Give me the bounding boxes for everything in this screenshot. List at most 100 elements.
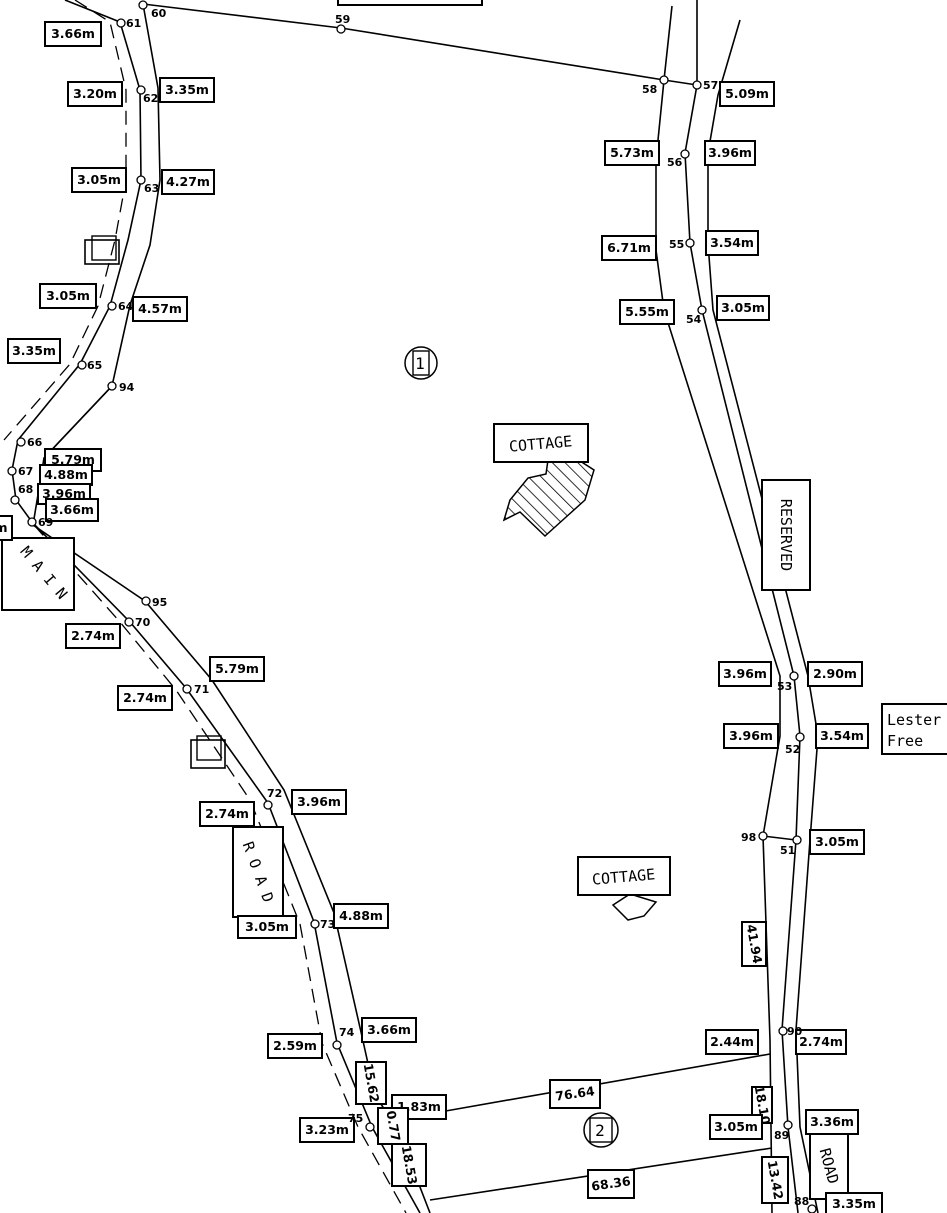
measurement-m-671: 6.71m [601, 235, 657, 261]
lester-line-1: Lester [887, 711, 941, 729]
measurement-m-320: 3.20m [67, 81, 123, 107]
measurement-text: 3.35m [165, 82, 209, 97]
measurement-text: 5.09m [725, 86, 769, 101]
measurement-text: 3.36m [810, 1114, 854, 1129]
survey-point-65: 65 [77, 359, 102, 372]
survey-points: 5960616263646594666768699570717273747558… [7, 0, 817, 1213]
survey-point-number: 72 [267, 787, 282, 800]
measurement-text: m [0, 520, 8, 535]
measurement-text: 3.35m [832, 1196, 876, 1211]
measurement-text: 3.20m [73, 86, 117, 101]
survey-point-98: 98 [741, 831, 768, 844]
measurement-m-244: 2.44m [705, 1029, 759, 1055]
measurement-text: 6.71m [607, 240, 651, 255]
measurement-m-259: 2.59m [267, 1033, 323, 1059]
measurement-text: 2.59m [273, 1038, 317, 1053]
measurement-text: 76.64 [554, 1083, 596, 1103]
measurement-text: 3.05m [815, 834, 859, 849]
measurement-text: 2.74m [123, 690, 167, 705]
cottage-1-footprint [502, 451, 595, 538]
top-title-box [337, 0, 483, 6]
measurement-text: 3.23m [305, 1122, 349, 1137]
reserved-label-box [761, 479, 811, 591]
measurement-m-366-top: 3.66m [44, 21, 102, 47]
measurement-m-366-c: 3.66m [361, 1017, 417, 1043]
survey-point-number: 88 [794, 1195, 809, 1208]
measurement-m-427: 4.27m [161, 169, 215, 195]
structure-symbol-top [84, 235, 120, 265]
measurement-text: 3.96m [723, 666, 767, 681]
measurement-text: 2.74m [71, 628, 115, 643]
measurement-text: 3.96m [42, 486, 86, 501]
measurement-m-305-f: 3.05m [709, 1114, 763, 1140]
survey-point-number: 52 [785, 743, 800, 756]
survey-point-number: 69 [38, 516, 53, 529]
survey-point-number: 98 [741, 831, 756, 844]
survey-point-number: 60 [151, 7, 167, 20]
measurement-m-305-a: 3.05m [71, 167, 127, 193]
survey-point-number: 64 [118, 300, 134, 313]
survey-point-number: 65 [87, 359, 102, 372]
measurement-m-509: 5.09m [719, 81, 775, 107]
measurement-m-488-a: 4.88m [39, 464, 93, 486]
measurement-text: 3.35m [12, 343, 56, 358]
measurement-text: 3.05m [721, 300, 765, 315]
survey-point-number: 53 [777, 680, 792, 693]
measurement-text: 4.27m [166, 174, 210, 189]
survey-point-71: 71 [182, 683, 209, 696]
measurement-m-4194: 41.94 [741, 921, 767, 967]
survey-point-89: 89 [774, 1120, 793, 1142]
measurement-m-274-a: 2.74m [65, 623, 121, 649]
measurement-m-274-b: 2.74m [117, 685, 173, 711]
plot-2-number: 2 [595, 1121, 607, 1140]
measurement-m-366-b: 3.66m [45, 498, 99, 522]
measurement-m-1853: 18.53 [391, 1143, 427, 1187]
survey-point-66: 66 [16, 436, 43, 449]
survey-point-57: 57 [692, 79, 718, 92]
survey-point-64: 64 [107, 300, 134, 313]
survey-point-58: 58 [642, 75, 669, 96]
north-boundary [142, 3, 698, 86]
survey-point-73: 73 [310, 918, 335, 931]
road-label-left-box [232, 826, 284, 918]
survey-point-number: 55 [669, 238, 684, 251]
lester-label-box [881, 703, 947, 755]
survey-point-67: 67 [7, 465, 33, 478]
measurement-m-335-b: 3.35m [825, 1192, 883, 1213]
measurement-text: 15.62 [361, 1062, 383, 1104]
survey-point-63: 63 [136, 175, 159, 195]
survey-point-62: 62 [136, 85, 158, 105]
survey-point-number: 70 [135, 616, 151, 629]
survey-point-59: 59 [335, 13, 350, 34]
measurement-text: 2.44m [710, 1034, 754, 1049]
survey-point-60: 60 [138, 0, 167, 20]
cottage-2-label: COTTAGE [591, 865, 656, 888]
measurement-text: 4.88m [339, 908, 383, 923]
survey-point-75: 75 [348, 1112, 375, 1132]
measurement-m-7664: 76.64 [549, 1079, 601, 1109]
measurement-text: 5.73m [610, 145, 654, 160]
measurement-text: 13.42 [765, 1159, 787, 1201]
survey-point-number: 59 [335, 13, 350, 26]
survey-point-69: 69 [27, 516, 53, 529]
survey-point-70: 70 [124, 616, 151, 629]
measurement-text: 2.74m [205, 806, 249, 821]
measurement-m-290: 2.90m [807, 661, 863, 687]
survey-point-number: 94 [119, 381, 135, 394]
survey-point-number: 62 [143, 92, 158, 105]
cottage-2-footprint [611, 893, 658, 921]
left-road-centre-line [3, 0, 127, 441]
survey-point-number: 74 [339, 1026, 355, 1039]
measurement-m-396-e: 3.96m [723, 723, 779, 749]
measurement-m-335-left: 3.35m [7, 338, 61, 364]
survey-point-number: 61 [126, 17, 141, 30]
measurement-m-555: 5.55m [619, 299, 675, 325]
measurement-text: 2.90m [813, 666, 857, 681]
plot-2-north-boundary [439, 1053, 771, 1113]
measurement-m-579-b: 5.79m [209, 656, 265, 682]
survey-point-number: 90 [787, 1025, 803, 1038]
survey-point-94: 94 [107, 381, 135, 394]
plot-2-marker: 2 [583, 1112, 619, 1148]
